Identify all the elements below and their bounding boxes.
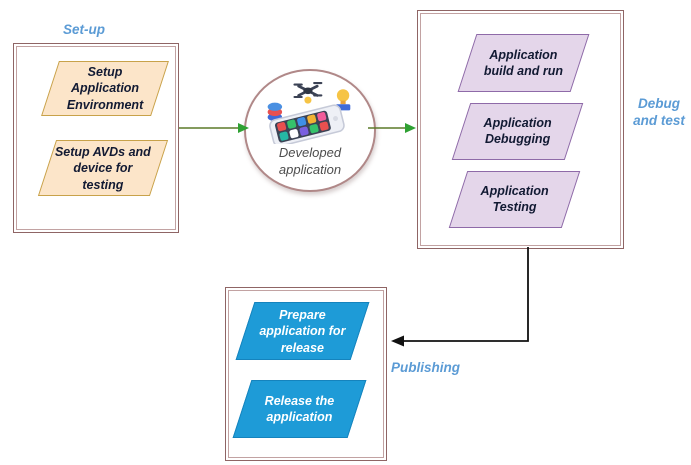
step-release-app: Release the application [232, 380, 367, 438]
step-label: Prepare application for release [259, 307, 346, 355]
developed-application-illustration [267, 82, 351, 144]
step-label: Application Testing [480, 184, 549, 215]
setup-section-label: Set-up [63, 22, 105, 37]
debug-section-label: Debug and test [633, 96, 685, 128]
step-setup-environment: Setup Application Environment [41, 61, 169, 116]
step-label: Application Debugging [483, 116, 552, 147]
developed-application-label: Developed application [278, 145, 342, 177]
database-icon [267, 102, 283, 122]
step-app-build-run: Application build and run [457, 34, 590, 92]
step-label: Application build and run [483, 47, 564, 78]
step-label: Setup Application Environment [66, 65, 144, 112]
step-prepare-release: Prepare application for release [235, 302, 370, 360]
publishing-section-label: Publishing [391, 360, 460, 375]
developed-application-node: Developed application [244, 69, 376, 192]
step-setup-avds: Setup AVDs and device for testing [37, 140, 169, 196]
arrow-debug-to-publishing [391, 247, 529, 347]
step-app-testing: Application Testing [448, 171, 581, 228]
step-app-debugging: Application Debugging [451, 103, 584, 160]
step-label: Release the application [264, 393, 335, 424]
step-label: Setup AVDs and device for testing [55, 144, 151, 192]
arrow-setup-to-app [179, 123, 249, 133]
smartphone-apps-icon [269, 104, 345, 144]
drone-icon [293, 82, 323, 104]
